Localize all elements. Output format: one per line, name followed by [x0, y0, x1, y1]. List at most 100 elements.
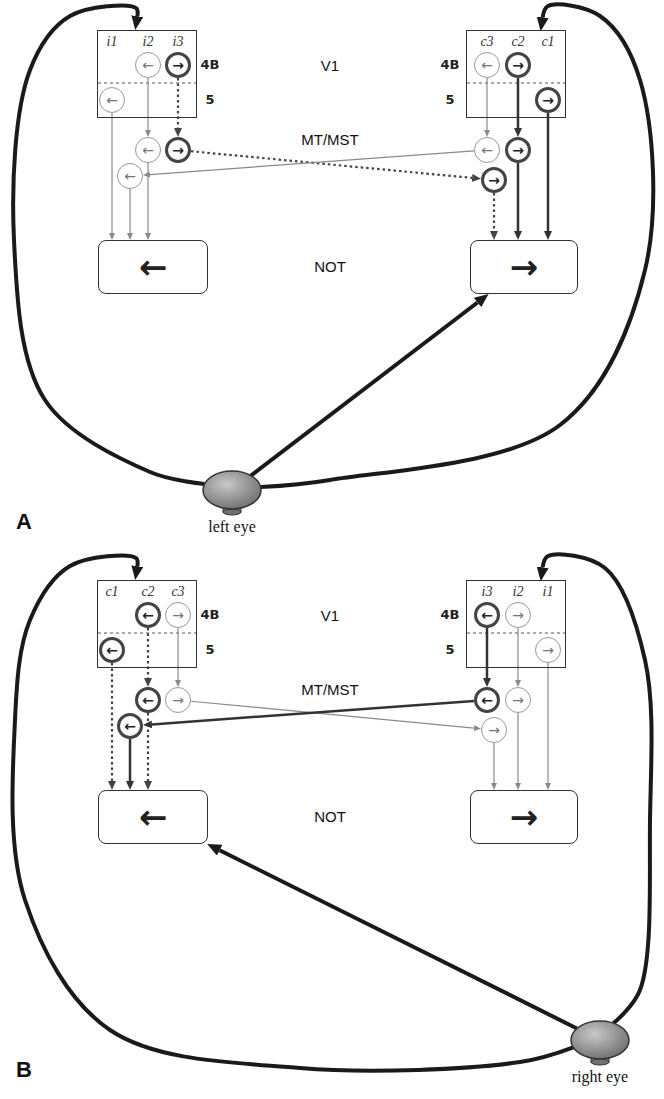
layer-label: 4B	[439, 58, 462, 72]
direction-arrow: ←	[481, 58, 493, 72]
connector	[152, 701, 474, 724]
connector	[177, 78, 179, 128]
neuron-circle: ←	[135, 687, 161, 713]
direction-arrow: →	[512, 58, 524, 72]
connector	[493, 193, 495, 231]
eye-stalk	[223, 509, 241, 515]
eyeball	[571, 1021, 629, 1059]
panel-letter: A	[14, 510, 34, 534]
layer-label: 4B	[199, 58, 222, 72]
column-label: c1	[541, 35, 554, 49]
direction-arrow: ←	[124, 169, 136, 183]
direction-arrow: ←	[142, 58, 154, 72]
neuron-circle: →	[165, 602, 191, 628]
column-label: c3	[480, 35, 493, 49]
direction-arrow: →	[512, 608, 524, 622]
direction-arrow: →	[512, 693, 524, 707]
neuron-circle: →	[165, 137, 191, 163]
column-label: i3	[173, 35, 184, 49]
connector	[486, 628, 489, 678]
connector	[493, 743, 494, 783]
direction-arrow: ←	[481, 143, 493, 157]
direction-arrow: →	[488, 173, 500, 187]
direction-arrow: →	[542, 93, 554, 107]
direction-arrow: ←	[142, 608, 154, 622]
area-label: V1	[319, 608, 341, 625]
area-label: V1	[319, 58, 341, 75]
column-label: c2	[511, 35, 524, 49]
direction-arrow: ←	[106, 93, 118, 107]
layer-divider	[467, 83, 565, 84]
area-label: NOT	[312, 259, 348, 276]
eye-stalk	[591, 1059, 609, 1065]
connector	[486, 78, 487, 130]
neuron-circle: ←	[99, 637, 125, 663]
layer-label: 5	[203, 93, 216, 107]
connector	[543, 554, 652, 1023]
connector	[220, 850, 577, 1028]
area-label: MT/MST	[299, 682, 361, 699]
neuron-circle: ←	[117, 713, 143, 739]
area-label: MT/MST	[299, 132, 361, 149]
connector	[129, 739, 132, 781]
neuron-circle: ←	[474, 52, 500, 78]
layer-label: 4B	[439, 608, 462, 622]
connector	[147, 163, 148, 233]
connector	[147, 713, 149, 781]
eye-node: left eye	[197, 469, 267, 539]
connector	[251, 302, 478, 475]
connector	[517, 163, 520, 231]
connector	[129, 189, 130, 233]
neuron-circle: →	[505, 602, 531, 628]
column-label: i2	[143, 35, 154, 49]
connector	[547, 113, 550, 231]
eyeball	[203, 471, 261, 509]
direction-arrow: ←	[481, 608, 493, 622]
column-label: i3	[482, 585, 493, 599]
direction-arrow: →	[172, 608, 184, 622]
neuron-circle: →	[505, 687, 531, 713]
eye-label: right eye	[572, 1068, 628, 1086]
connector	[150, 151, 474, 175]
connector	[517, 713, 518, 783]
neuron-circle: ←	[117, 163, 143, 189]
column-label: c2	[141, 585, 154, 599]
cortex-box: ←←→c1c2c3	[97, 580, 197, 668]
nucleus-box: ←	[98, 790, 208, 844]
neuron-circle: →	[165, 52, 191, 78]
direction-arrow: →	[172, 58, 184, 72]
connector	[517, 78, 520, 128]
direction-arrow: ←	[481, 693, 493, 707]
cortex-box: ← → → c3 c2 c1	[466, 30, 566, 118]
direction-arrow: →	[510, 250, 539, 284]
neuron-circle: ←	[474, 602, 500, 628]
connector	[177, 628, 178, 680]
cortex-box: ← ← → i1 i2 i3	[97, 30, 197, 118]
direction-arrow: →	[512, 143, 524, 157]
nucleus-box: →	[470, 790, 578, 844]
neuron-circle: ←	[474, 687, 500, 713]
neuron-circle: →	[481, 717, 507, 743]
connector	[191, 151, 472, 178]
direction-arrow: →	[488, 723, 500, 737]
layer-label: 5	[443, 93, 456, 107]
neuron-circle: →	[505, 137, 531, 163]
neuron-circle: ←	[99, 87, 125, 113]
eye-label: left eye	[208, 518, 256, 536]
eye-drawing	[200, 469, 264, 517]
direction-arrow: →	[510, 800, 539, 834]
column-label: i1	[107, 35, 118, 49]
neuron-circle: →	[535, 87, 561, 113]
connector	[111, 113, 112, 233]
layer-label: 4B	[199, 608, 222, 622]
direction-arrow: ←	[142, 693, 154, 707]
neuron-circle: ←	[474, 137, 500, 163]
connector	[517, 628, 518, 680]
neuron-circle: →	[481, 167, 507, 193]
direction-arrow: ←	[142, 143, 154, 157]
layer-label: 5	[203, 643, 216, 657]
layer-divider	[98, 83, 196, 84]
